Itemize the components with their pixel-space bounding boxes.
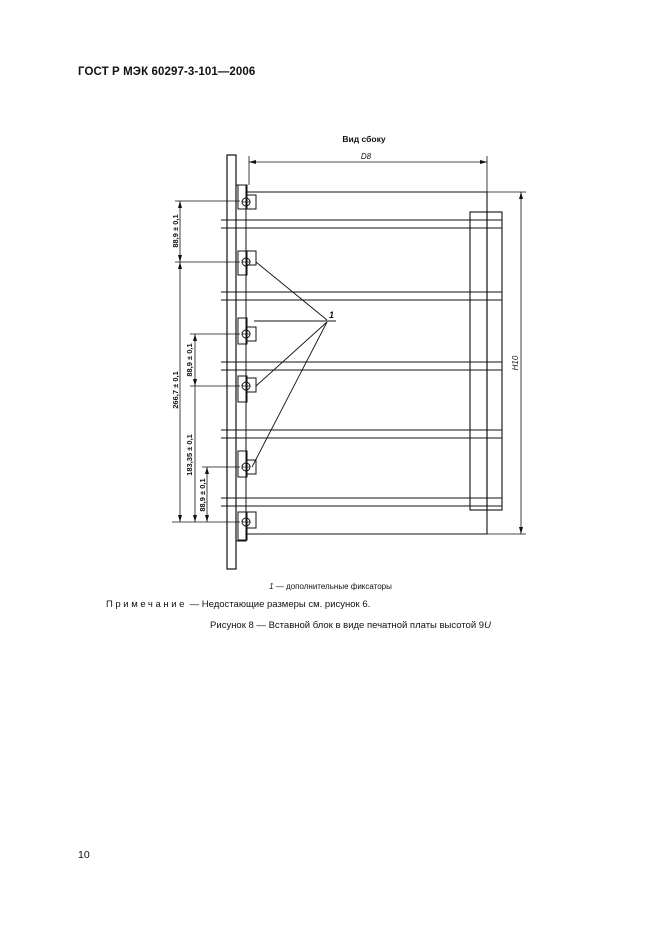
view-title: Вид сбоку: [342, 134, 385, 144]
figure-caption-text: Рисунок 8 — Вставной блок в виде печатно…: [210, 620, 485, 631]
fixing-bracket: [237, 250, 257, 276]
dim-label-a: 88,9 ± 0,1: [171, 214, 180, 247]
additional-fixing: [237, 375, 257, 403]
note-label: Примечание: [106, 599, 187, 610]
panel-mount-strip: [235, 184, 247, 542]
dim-label-e: 88,9 ± 0,1: [198, 478, 207, 511]
figure-caption-unit: U: [484, 620, 491, 631]
height-dimension-label: H10: [511, 355, 520, 370]
depth-dimension-label: D8: [361, 152, 372, 161]
callout-label: 1: [329, 310, 334, 320]
dim-label-c: 88,9 ± 0,1: [185, 343, 194, 376]
figure-note: Примечание — Недостающие размеры см. рис…: [106, 599, 370, 610]
rear-connector: [469, 211, 488, 511]
fixing-bracket: [237, 511, 257, 541]
legend-item-number: 1: [269, 582, 274, 591]
additional-fixing: [237, 317, 257, 345]
figure-legend: 1 — дополнительные фиксаторы: [0, 582, 661, 591]
fixing-bracket: [237, 184, 257, 210]
additional-fixing: [237, 450, 257, 478]
callout-leaders: [251, 261, 336, 468]
guide-rails: [221, 219, 502, 507]
figure-caption: Рисунок 8 — Вставной блок в виде печатно…: [0, 620, 661, 631]
legend-item-text: — дополнительные фиксаторы: [273, 582, 392, 591]
document-header: ГОСТ Р МЭК 60297-3-101—2006: [78, 66, 256, 78]
page-number: 10: [78, 849, 90, 861]
dim-label-b: 266,7 ± 0,1: [171, 371, 180, 408]
note-text: — Недостающие размеры см. рисунок 6.: [187, 599, 371, 610]
dim-label-d: 183,35 ± 0,1: [185, 434, 194, 476]
